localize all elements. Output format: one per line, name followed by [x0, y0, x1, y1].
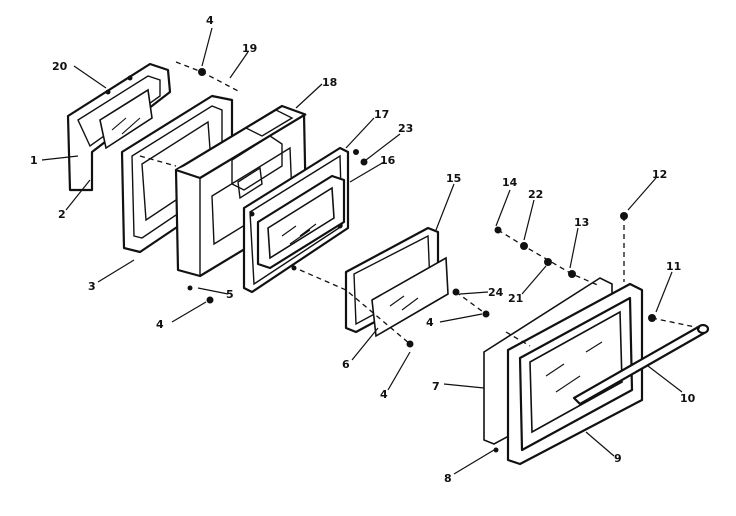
part-6-glass: [371, 256, 449, 338]
callout-16: 16: [380, 154, 396, 167]
callout-15: 15: [446, 172, 461, 185]
part-16-window: [256, 174, 346, 270]
part-10-handle: [572, 323, 710, 406]
alignment-lines: [139, 61, 701, 347]
callout-4-top: 4: [206, 14, 214, 27]
callout-2: 2: [58, 208, 66, 221]
callout-labels: 4 20 19 18 17 23 16 1 2 3 5 4 15 14 22 1…: [30, 14, 696, 485]
callout-12: 12: [652, 168, 667, 181]
callout-22: 22: [528, 188, 543, 201]
callout-21: 21: [508, 292, 523, 305]
part-18-door-box: [174, 104, 308, 278]
part-9-outer-door: [506, 282, 644, 466]
part-20-inner-liner: [66, 62, 172, 192]
callout-18: 18: [322, 76, 337, 89]
callout-10: 10: [680, 392, 696, 405]
leader-lines: [41, 27, 683, 475]
callout-11: 11: [666, 260, 681, 273]
callout-8: 8: [444, 472, 452, 485]
callout-4-bottom: 4: [380, 388, 388, 401]
callout-14: 14: [502, 176, 518, 189]
callout-6: 6: [342, 358, 350, 371]
callout-13: 13: [574, 216, 589, 229]
callout-20: 20: [52, 60, 68, 73]
callout-23: 23: [398, 122, 413, 135]
callout-5: 5: [226, 288, 234, 301]
callout-19: 19: [242, 42, 257, 55]
callout-7: 7: [432, 380, 440, 393]
callout-3: 3: [88, 280, 96, 293]
callout-1: 1: [30, 154, 38, 167]
callout-9: 9: [614, 452, 622, 465]
callout-4-left: 4: [156, 318, 164, 331]
callout-24: 24: [488, 286, 504, 299]
callout-17: 17: [374, 108, 389, 121]
callout-4-mid: 4: [426, 316, 434, 329]
